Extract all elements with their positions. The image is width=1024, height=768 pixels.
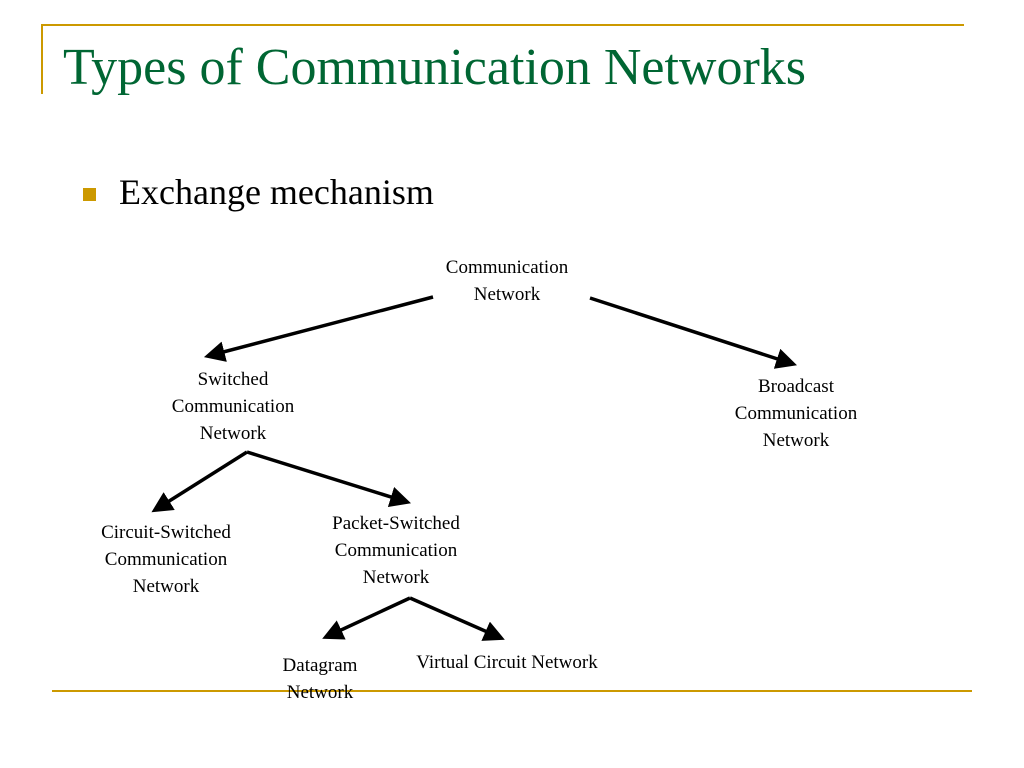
node-line: Network xyxy=(473,284,541,305)
node-line: Communication xyxy=(445,257,569,278)
node-line: Communication xyxy=(104,549,228,570)
node-virtual-circuit-network: Virtual Circuit Network xyxy=(416,649,597,676)
frame-bottom-line xyxy=(52,690,972,692)
node-line: Circuit-Switched xyxy=(101,522,231,543)
node-line: Virtual Circuit Network xyxy=(416,652,598,673)
node-circuit-switched-network: Circuit-Switched Communication Network xyxy=(101,519,231,600)
bullet-text: Exchange mechanism xyxy=(119,172,434,212)
edge-switched-to-circuit xyxy=(151,450,248,513)
frame-top-line xyxy=(41,24,964,26)
node-line: Network xyxy=(286,682,354,703)
node-packet-switched-network: Packet-Switched Communication Network xyxy=(332,510,460,591)
node-line: Communication xyxy=(734,403,858,424)
node-line: Broadcast xyxy=(758,376,834,397)
node-line: Network xyxy=(199,423,267,444)
node-communication-network: Communication Network xyxy=(446,254,568,308)
node-datagram-network: Datagram Network xyxy=(283,652,358,706)
slide-title: Types of Communication Networks xyxy=(63,39,807,96)
node-line: Switched xyxy=(197,369,269,390)
edge-packet-to-virtual xyxy=(409,596,505,641)
node-line: Communication xyxy=(334,540,458,561)
edge-switched-to-packet xyxy=(246,450,412,508)
bullet-square-icon xyxy=(83,188,96,201)
node-switched-network: Switched Communication Network xyxy=(172,366,294,447)
node-broadcast-network: Broadcast Communication Network xyxy=(735,373,857,454)
edge-packet-to-datagram xyxy=(322,596,411,640)
frame-left-line xyxy=(41,24,43,94)
node-line: Packet-Switched xyxy=(332,513,460,534)
edge-root-to-broadcast xyxy=(589,296,797,369)
node-line: Network xyxy=(362,567,430,588)
edge-root-to-switched xyxy=(203,295,434,362)
node-line: Network xyxy=(132,576,200,597)
node-line: Network xyxy=(762,430,830,451)
node-line: Datagram xyxy=(282,655,358,676)
node-line: Communication xyxy=(171,396,295,417)
